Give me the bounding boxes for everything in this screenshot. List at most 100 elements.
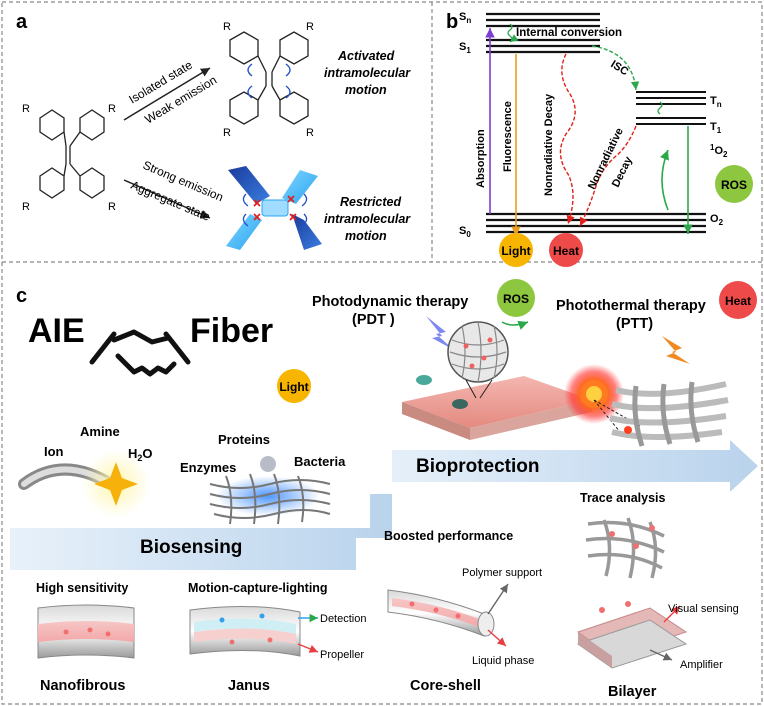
ptt-textile-illustration <box>564 364 729 447</box>
restricted-line1: Restricted <box>340 195 401 209</box>
janus-text: Janus <box>228 678 270 694</box>
detection-text: Detection <box>320 613 366 625</box>
activated-line3: motion <box>345 83 387 97</box>
bacteria-text: Bacteria <box>294 454 346 469</box>
activated-line2: intramolecular <box>324 66 411 80</box>
ros-circle-b <box>715 165 753 203</box>
core-shell-text: Core-shell <box>410 678 481 694</box>
light-circle-b <box>499 233 533 267</box>
sparkle-icon <box>94 462 138 506</box>
singlet-oxygen-label: 1O2 <box>710 143 728 159</box>
propeller-arrow <box>297 643 319 653</box>
trace-markers <box>609 525 655 549</box>
nonrad-decay-arrow-1 <box>559 53 576 225</box>
t1-label: T1 <box>710 121 722 135</box>
r-label-1: R <box>22 103 30 115</box>
polymer-support-arrow <box>487 583 509 615</box>
panel-a-label: a <box>16 11 28 33</box>
nonrad-decay-arrow-2 <box>579 125 637 227</box>
amplifier-arrow <box>649 649 673 661</box>
tpe-structure <box>39 109 105 199</box>
internal-conversion-text: Internal conversion <box>516 27 622 39</box>
water-text: H2O <box>128 446 153 463</box>
heat-text-c: Heat <box>725 294 751 308</box>
ptt-line2: (PTT) <box>616 316 653 332</box>
oxygen-activation-arrow <box>659 149 669 211</box>
visual-sensing-text: Visual sensing <box>668 603 739 615</box>
nonrad-decay-text-1: Nonradiative Decay <box>543 93 555 196</box>
amplifier-text: Amplifier <box>680 659 723 671</box>
pdt-line1: Photodynamic therapy <box>312 294 468 310</box>
panel-a: a R R R R Isolated state Weak emission <box>16 11 411 250</box>
r-label-2: R <box>108 103 116 115</box>
restricted-line3: motion <box>345 229 387 243</box>
r-label-5: R <box>223 21 231 33</box>
ros-circle-c <box>497 279 535 317</box>
core-shell-fiber <box>387 589 495 637</box>
pdt-line2: (PDT ) <box>352 312 395 328</box>
heat-circle-b <box>549 233 583 267</box>
activated-structure <box>229 31 309 125</box>
fluorescence-text: Fluorescence <box>502 101 514 172</box>
rotation-arrows-activated <box>247 63 291 99</box>
nonrad-decay-text-2b: Decay <box>610 154 635 189</box>
restricted-line2: intramolecular <box>324 212 411 226</box>
enzymes-text: Enzymes <box>180 460 236 475</box>
r-label-6: R <box>306 21 314 33</box>
bioprotection-text: Bioprotection <box>416 456 540 477</box>
light-text-c: Light <box>279 380 308 394</box>
proteins-text: Proteins <box>218 432 270 447</box>
panel-c-label: c <box>16 285 27 307</box>
visual-sensing-arrow <box>663 605 681 623</box>
bilayer-text: Bilayer <box>608 684 657 700</box>
mesh-glow <box>216 476 320 516</box>
s0-label: S0 <box>459 225 471 239</box>
heat-circle-c <box>719 281 757 319</box>
ros-arrow <box>501 320 529 330</box>
light-circle-c <box>277 369 311 403</box>
trace-analysis-text: Trace analysis <box>580 491 666 505</box>
biosensing-text: Biosensing <box>140 537 242 558</box>
light-text-b: Light <box>501 244 530 258</box>
pdt-skin-illustration <box>402 321 592 440</box>
r-label-3: R <box>22 201 30 213</box>
triplet-squiggle <box>657 101 663 115</box>
panel-c: c AIE Fiber Light Amine Ion H2O Proteins… <box>10 279 758 700</box>
nanofibrous-text: Nanofibrous <box>40 678 125 694</box>
fiber-title: Fiber <box>190 312 273 350</box>
lightning-icon-ptt <box>662 336 690 364</box>
bioprotection-band <box>370 440 758 494</box>
ros-text-b: ROS <box>721 178 747 192</box>
triplet-levels <box>636 91 706 125</box>
activated-line1: Activated <box>337 49 395 63</box>
janus-fiber <box>189 605 301 657</box>
oxygen-label: O2 <box>710 213 724 227</box>
protein-icon <box>260 456 276 472</box>
boosted-performance-text: Boosted performance <box>384 529 513 543</box>
ion-text: Ion <box>44 444 64 459</box>
liquid-phase-text: Liquid phase <box>472 655 534 667</box>
r-label-7: R <box>223 127 231 139</box>
absorption-text: Absorption <box>475 129 487 188</box>
aie-title: AIE <box>28 312 85 350</box>
panel-b-label: b <box>446 11 458 33</box>
tn-label: Tn <box>710 95 722 109</box>
arrow-aggregate <box>123 179 211 219</box>
arrow-isolated <box>123 67 211 121</box>
ptt-line1: Photothermal therapy <box>556 298 706 314</box>
sn-label: Sn <box>459 11 471 25</box>
amine-text: Amine <box>80 424 120 439</box>
ros-text-c: ROS <box>503 292 529 306</box>
high-sensitivity-text: High sensitivity <box>36 581 128 595</box>
handshake-icon <box>89 329 191 377</box>
nanofibrous-fiber <box>37 604 135 659</box>
isc-arrow <box>591 45 640 91</box>
internal-conversion-squiggle <box>507 23 519 43</box>
polymer-support-text: Polymer support <box>462 567 542 579</box>
lightning-icon-pdt <box>426 316 454 350</box>
s1-label: S1 <box>459 41 471 55</box>
fiber-mesh <box>209 473 331 525</box>
r-label-8: R <box>306 127 314 139</box>
